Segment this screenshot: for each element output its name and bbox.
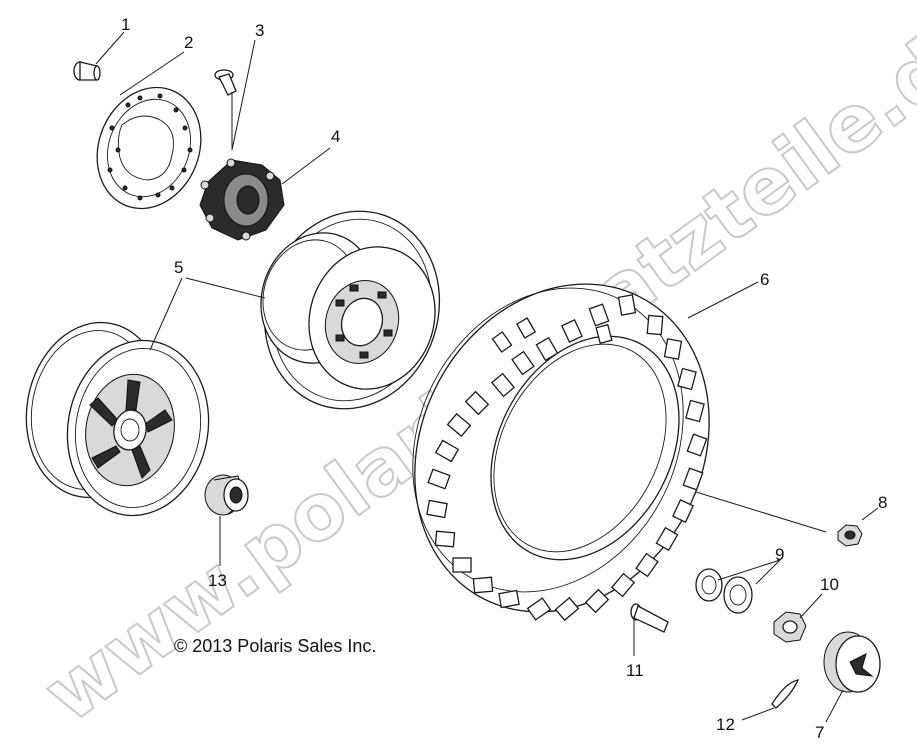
- callout-11: 11: [626, 661, 644, 680]
- callout-8: 8: [878, 493, 887, 512]
- part-8-nut: [837, 524, 863, 547]
- part-5-wheel-lower: [25, 321, 210, 517]
- callout-12: 12: [716, 715, 735, 734]
- part-9-washers: [695, 568, 753, 614]
- callout-numbers: 1 2 3 4 5 6 7 8 9 10 11 12 13: [121, 15, 887, 742]
- part-13-bearing: [204, 474, 249, 516]
- callout-3: 3: [255, 21, 264, 40]
- part-1-bolt: [73, 61, 101, 81]
- part-7-hub-cap: [823, 631, 881, 693]
- callout-2: 2: [184, 33, 193, 52]
- callout-13: 13: [208, 571, 227, 590]
- callout-4: 4: [331, 127, 340, 146]
- copyright-notice: © 2013 Polaris Sales Inc.: [174, 636, 377, 656]
- callout-1: 1: [121, 15, 130, 34]
- callout-7: 7: [815, 723, 824, 742]
- leader-lines: [95, 31, 879, 723]
- callout-10: 10: [820, 575, 839, 594]
- part-4-hub: [199, 158, 285, 241]
- part-3-bolt: [214, 69, 237, 96]
- callout-9: 9: [775, 545, 784, 564]
- part-12-cotter-pin: [771, 679, 800, 709]
- part-11-stud: [630, 603, 669, 633]
- part-6-tire: [412, 283, 710, 622]
- callout-6: 6: [760, 270, 769, 289]
- part-2-brake-disc: [96, 86, 202, 210]
- callout-5: 5: [174, 258, 183, 277]
- part-10-nut: [773, 611, 807, 643]
- part-5-wheel-upper: [260, 210, 441, 410]
